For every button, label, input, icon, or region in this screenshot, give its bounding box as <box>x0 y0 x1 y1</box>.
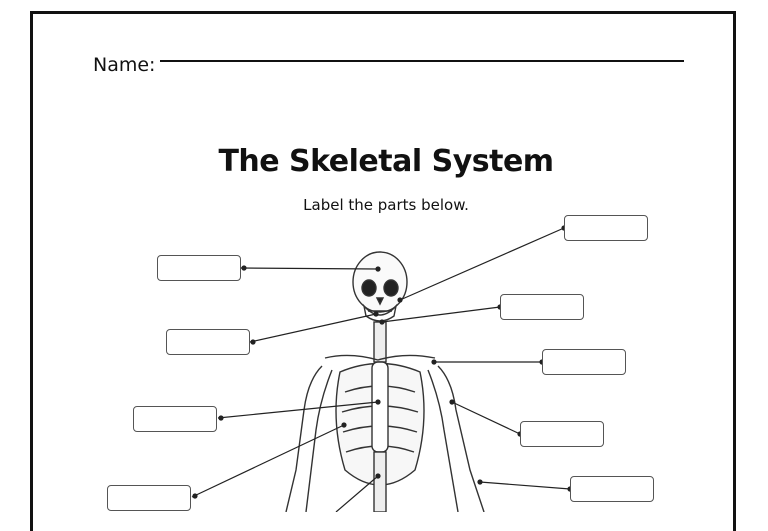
cervical-spine <box>373 321 387 363</box>
sternum-shape <box>371 361 389 453</box>
label-box-ribs[interactable] <box>107 485 191 511</box>
leader-line-spine <box>335 475 379 512</box>
skeleton-illustration <box>285 251 485 512</box>
leader-line-cranium <box>399 227 565 301</box>
leader-dot <box>241 265 247 271</box>
leader-line-mandible <box>249 313 377 343</box>
leader-dot <box>192 493 198 499</box>
leader-dot <box>379 319 385 325</box>
lumbar-spine <box>373 451 387 512</box>
label-box-sternum[interactable] <box>133 406 217 432</box>
leader-dot <box>218 415 224 421</box>
leader-line-ribs <box>191 424 345 498</box>
leader-dot <box>431 359 437 365</box>
left-arm-inner <box>305 369 333 512</box>
right-humerus-shape <box>437 365 485 512</box>
leader-dot <box>250 339 256 345</box>
label-box-cranium[interactable] <box>564 215 648 241</box>
label-box-radius[interactable] <box>570 476 654 502</box>
leader-dot <box>373 311 379 317</box>
leader-dot <box>375 473 381 479</box>
name-line[interactable] <box>160 60 684 62</box>
leader-dot <box>375 266 381 272</box>
leader-dot <box>341 422 347 428</box>
leader-line-humerus <box>451 401 521 435</box>
leader-line-neck <box>381 306 501 323</box>
eye-socket-right <box>383 279 399 297</box>
leader-dot <box>375 399 381 405</box>
label-box-clavicle[interactable] <box>542 349 626 375</box>
leader-line-radius <box>479 481 571 490</box>
leader-lines <box>191 225 573 512</box>
skull-shape <box>352 251 408 313</box>
clavicle-shape <box>324 354 436 361</box>
worksheet-instructions: Label the parts below. <box>303 196 469 214</box>
leader-dot <box>477 479 483 485</box>
label-box-skull[interactable] <box>157 255 241 281</box>
eye-socket-left <box>361 279 377 297</box>
leader-dot <box>397 297 403 303</box>
worksheet-title: The Skeletal System <box>218 144 554 179</box>
skeleton-diagram <box>191 225 573 512</box>
name-label: Name: <box>93 54 156 76</box>
leader-line-skull <box>240 267 379 270</box>
leader-dot <box>449 399 455 405</box>
label-box-humerus[interactable] <box>520 421 604 447</box>
left-humerus-shape <box>285 365 323 512</box>
leader-line-sternum <box>217 401 379 419</box>
nasal-cavity <box>375 297 385 306</box>
label-box-mandible[interactable] <box>166 329 250 355</box>
right-arm-inner <box>427 369 459 512</box>
label-box-neck[interactable] <box>500 294 584 320</box>
